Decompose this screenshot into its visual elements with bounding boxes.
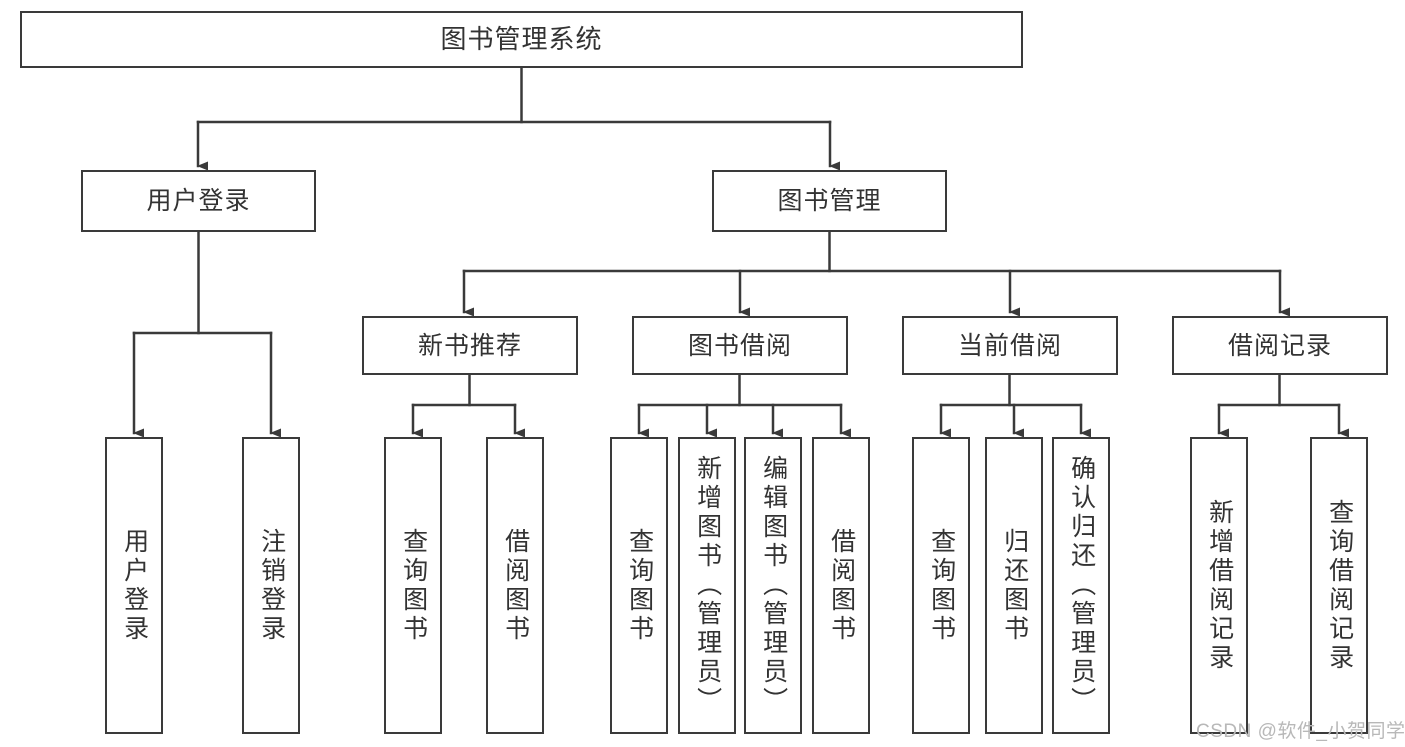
node-book-management[interactable]: 图书管理 — [712, 170, 947, 232]
node-label: 借阅记录 — [1227, 331, 1332, 360]
node-label: 新增图书（管理员） — [693, 455, 722, 716]
node-label: 用户登录 — [120, 527, 149, 644]
leaf-add-book-admin[interactable]: 新增图书（管理员） — [678, 437, 736, 734]
node-label: 图书借阅 — [687, 331, 792, 360]
node-label: 归还图书 — [1000, 527, 1029, 644]
node-label: 查询图书 — [927, 527, 956, 644]
node-user-login[interactable]: 用户登录 — [81, 170, 316, 232]
node-root-library-management-system[interactable]: 图书管理系统 — [20, 11, 1023, 68]
node-label: 查询借阅记录 — [1325, 498, 1354, 673]
csdn-watermark: CSDN @软件_小贺同学 — [1196, 721, 1405, 742]
node-book-borrowing[interactable]: 图书借阅 — [632, 316, 848, 375]
node-label: 查询图书 — [625, 527, 654, 644]
node-label: 新增借阅记录 — [1205, 498, 1234, 673]
node-label: 新书推荐 — [417, 331, 522, 360]
leaf-logout[interactable]: 注销登录 — [242, 437, 300, 734]
node-current-borrowing[interactable]: 当前借阅 — [902, 316, 1118, 375]
node-label: 图书管理 — [777, 187, 882, 215]
node-label: 用户登录 — [146, 187, 251, 215]
leaf-return-books[interactable]: 归还图书 — [985, 437, 1043, 734]
leaf-borrow-books[interactable]: 借阅图书 — [812, 437, 870, 734]
leaf-user-login[interactable]: 用户登录 — [105, 437, 163, 734]
node-label: 确认归还（管理员） — [1067, 455, 1096, 716]
node-label: 编辑图书（管理员） — [759, 455, 788, 716]
node-borrow-records[interactable]: 借阅记录 — [1172, 316, 1388, 375]
node-label: 查询图书 — [399, 527, 428, 644]
node-new-book-recommendation[interactable]: 新书推荐 — [362, 316, 578, 375]
leaf-query-books-current[interactable]: 查询图书 — [912, 437, 970, 734]
node-label: 注销登录 — [257, 527, 286, 644]
node-label: 借阅图书 — [501, 527, 530, 644]
node-label: 当前借阅 — [957, 331, 1062, 360]
leaf-borrow-books-recommendation[interactable]: 借阅图书 — [486, 437, 544, 734]
leaf-query-books-recommendation[interactable]: 查询图书 — [384, 437, 442, 734]
leaf-add-borrow-record[interactable]: 新增借阅记录 — [1190, 437, 1248, 734]
node-label: 图书管理系统 — [440, 23, 603, 54]
leaf-query-books-borrowing[interactable]: 查询图书 — [610, 437, 668, 734]
leaf-query-borrow-record[interactable]: 查询借阅记录 — [1310, 437, 1368, 734]
leaf-edit-book-admin[interactable]: 编辑图书（管理员） — [744, 437, 802, 734]
node-label: 借阅图书 — [827, 527, 856, 644]
leaf-confirm-return-admin[interactable]: 确认归还（管理员） — [1052, 437, 1110, 734]
